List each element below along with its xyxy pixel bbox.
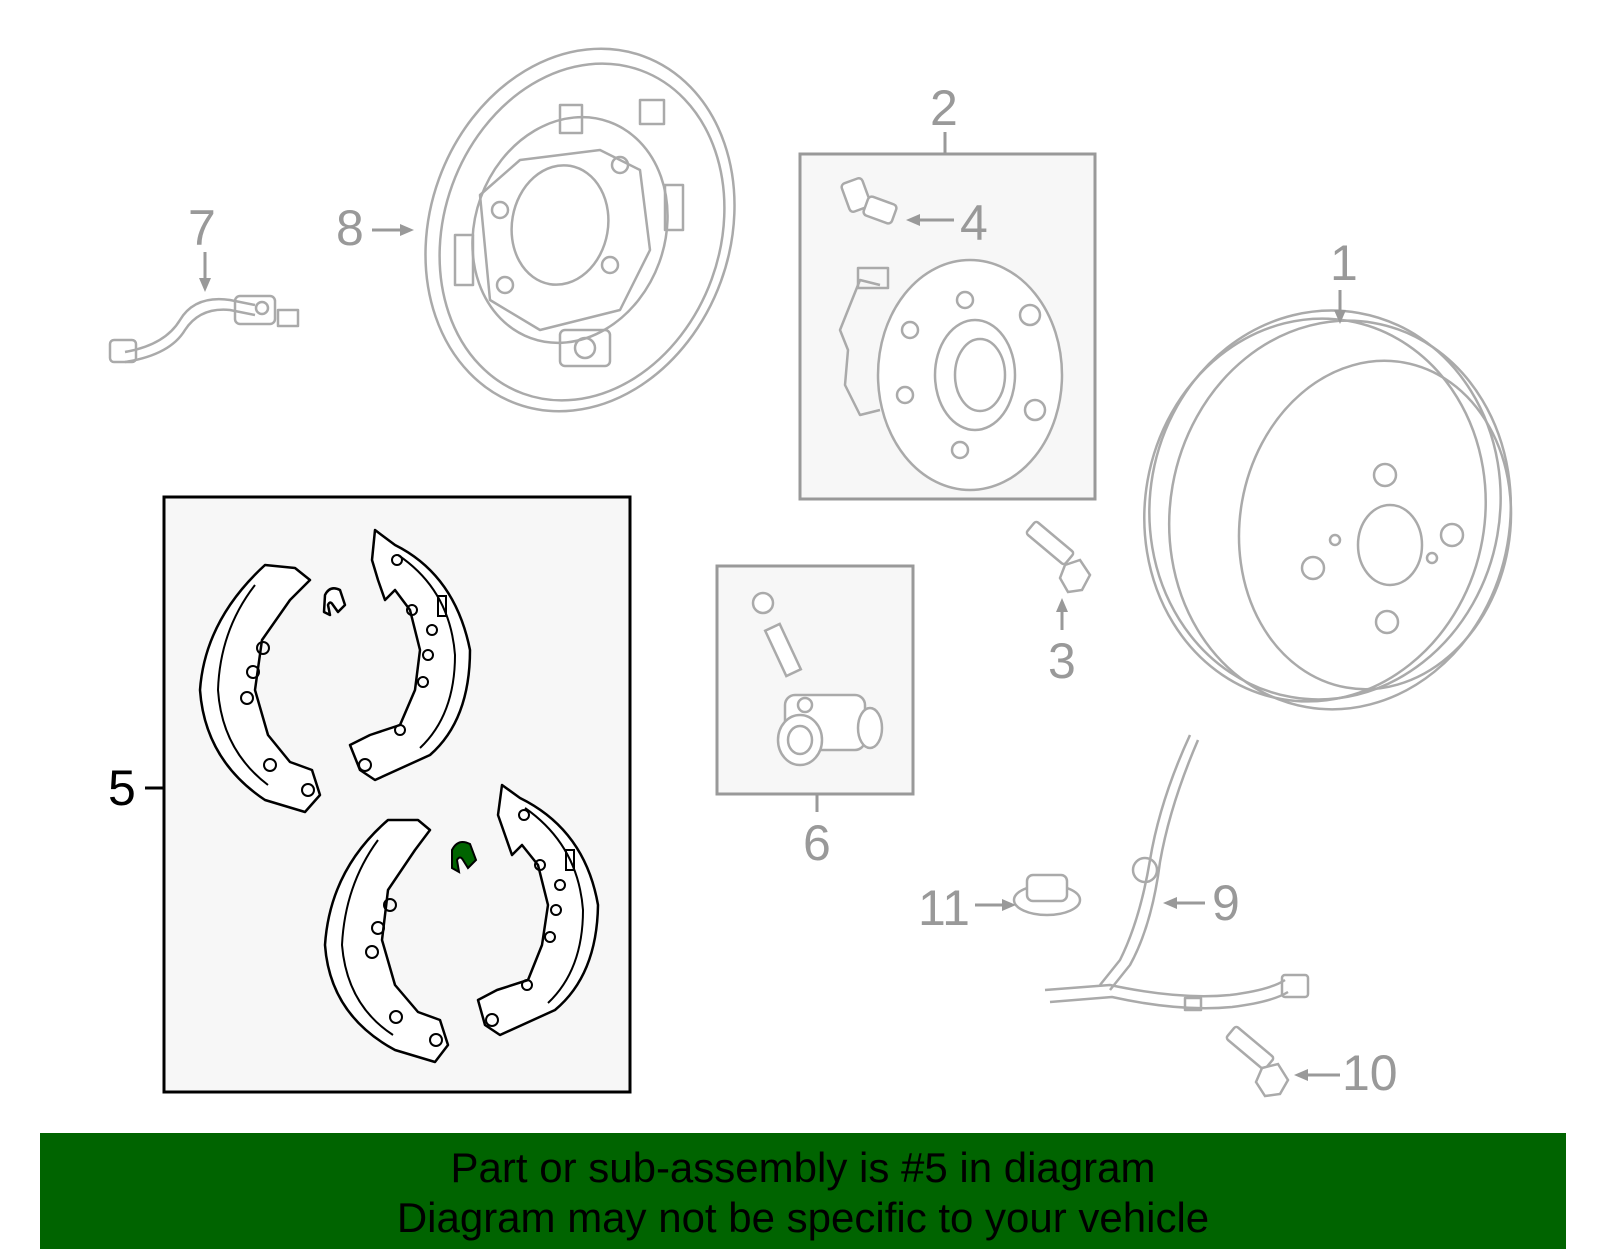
- arrowhead-3: [1056, 598, 1068, 612]
- speed-sensor-part-9[interactable]: [1044, 734, 1310, 1012]
- arrowhead-7: [199, 278, 211, 292]
- label-1: 1: [1330, 235, 1358, 291]
- banner-line-2: Diagram may not be specific to your vehi…: [396, 1194, 1210, 1241]
- backing-plate-part-8[interactable]: [376, 5, 784, 455]
- label-7: 7: [188, 200, 216, 256]
- arrowhead-9: [1163, 897, 1177, 909]
- label-11: 11: [918, 880, 970, 936]
- wheel-cylinder-part-6[interactable]: [751, 591, 884, 767]
- label-9: 9: [1212, 875, 1240, 931]
- banner-line-1: Part or sub-assembly is #5 in diagram: [450, 1144, 1156, 1191]
- arrowhead-10: [1294, 1069, 1308, 1081]
- highlighted-clip: [451, 841, 478, 874]
- arrowhead-1: [1334, 310, 1346, 324]
- label-4: 4: [960, 195, 988, 251]
- arrowhead-8: [400, 224, 414, 236]
- hub-bolt-part-4[interactable]: [840, 177, 898, 225]
- label-5: 5: [108, 760, 136, 816]
- label-3: 3: [1048, 633, 1076, 689]
- hub-bearing-part-2[interactable]: [838, 258, 1064, 492]
- brake-hose-part-7[interactable]: [108, 294, 300, 364]
- label-2: 2: [930, 80, 958, 136]
- parts-diagram: 8 7 2 4: [108, 5, 1541, 1101]
- brake-drum-part-1[interactable]: [1114, 283, 1541, 737]
- sensor-bolt-part-10[interactable]: [1225, 1025, 1290, 1098]
- drum-bolt-part-3[interactable]: [1025, 520, 1092, 594]
- brake-shoe-set-part-5[interactable]: [198, 528, 600, 1064]
- clip-part-11[interactable]: [1012, 873, 1082, 917]
- arrowhead-4: [906, 214, 920, 226]
- info-banner: Part or sub-assembly is #5 in diagram Di…: [40, 1133, 1566, 1249]
- arrowhead-11: [1002, 899, 1016, 911]
- label-10: 10: [1342, 1045, 1398, 1101]
- label-6: 6: [803, 815, 831, 871]
- label-8: 8: [336, 200, 364, 256]
